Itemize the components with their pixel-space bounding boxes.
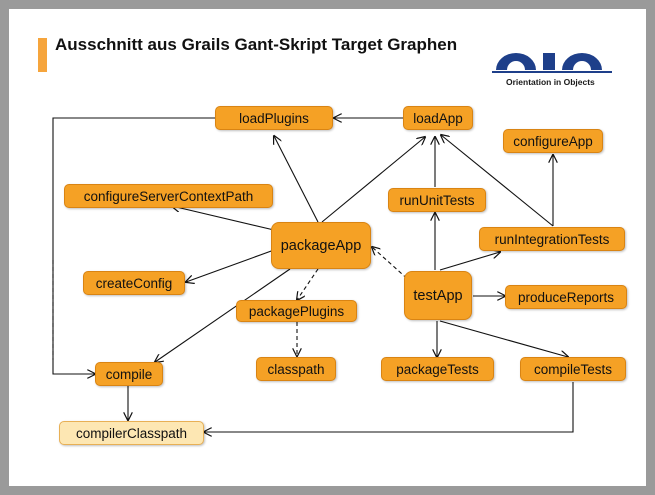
edge-packageApp-packagePlugins bbox=[297, 268, 319, 300]
node-runIntegrationTests: runIntegrationTests bbox=[479, 227, 625, 251]
node-compile: compile bbox=[95, 362, 163, 386]
edge-packageApp-cscp bbox=[172, 206, 275, 231]
oio-logo bbox=[492, 53, 612, 73]
slide-title: Ausschnitt aus Grails Gant-Skript Target… bbox=[55, 35, 458, 54]
edge-testApp-compileTests bbox=[439, 320, 568, 357]
edge-loadPlugins-compile bbox=[52, 117, 215, 374]
edge-runIntegrationTests-loadApp bbox=[441, 135, 554, 227]
node-testApp: testApp bbox=[404, 271, 472, 320]
node-produceReports: produceReports bbox=[505, 285, 627, 309]
node-packageApp: packageApp bbox=[271, 222, 371, 269]
edge-testApp-runIntegrationTests bbox=[439, 252, 500, 271]
edge-packageApp-compile bbox=[155, 268, 291, 362]
node-runUnitTests: runUnitTests bbox=[388, 188, 486, 212]
edge-packageApp-createConfig bbox=[186, 249, 275, 282]
node-configureServerContextPath: configureServerContextPath bbox=[64, 184, 273, 208]
edge-packageApp-loadPlugins bbox=[274, 136, 319, 223]
node-packageTests: packageTests bbox=[381, 357, 494, 381]
node-packagePlugins: packagePlugins bbox=[236, 300, 357, 322]
node-compilerClasspath: compilerClasspath bbox=[59, 421, 204, 445]
node-compileTests: compileTests bbox=[520, 357, 626, 381]
node-loadPlugins: loadPlugins bbox=[215, 106, 333, 130]
node-createConfig: createConfig bbox=[83, 271, 185, 295]
edge-compileTests-compilerClasspath bbox=[204, 382, 574, 432]
title-accent-bar bbox=[38, 38, 47, 72]
edge-packageApp-loadApp bbox=[321, 137, 425, 223]
node-loadApp: loadApp bbox=[403, 106, 473, 130]
node-classpath: classpath bbox=[256, 357, 336, 381]
logo-text: Orientation in Objects bbox=[506, 77, 595, 87]
node-configureApp: configureApp bbox=[503, 129, 603, 153]
